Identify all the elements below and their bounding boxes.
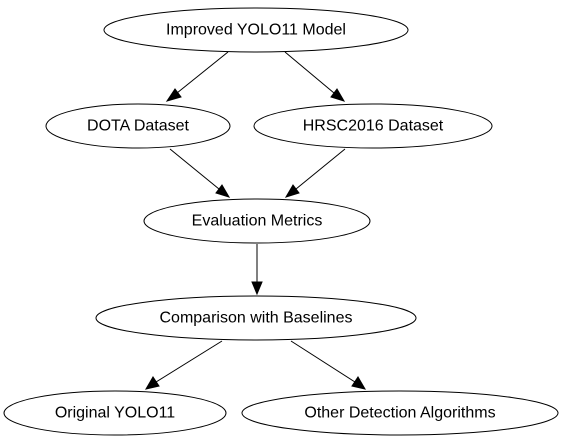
- node-dota-dataset: DOTA Dataset: [45, 103, 231, 149]
- diagram-nodes: Improved YOLO11 Model DOTA Dataset HRSC2…: [3, 7, 559, 436]
- node-label: Evaluation Metrics: [192, 213, 323, 230]
- edge-dota-dataset-to-evaluation-metrics: [169, 148, 231, 198]
- node-other-detection-algorithms: Other Detection Algorithms: [241, 390, 559, 436]
- edge-hrsc-dataset-to-evaluation-metrics: [284, 148, 346, 198]
- node-hrsc2016-dataset: HRSC2016 Dataset: [253, 103, 493, 149]
- edge-evaluation-metrics-to-comparison-baselines: [251, 244, 263, 296]
- edge-comparison-baselines-to-other-algorithms: [290, 340, 367, 390]
- node-label: Other Detection Algorithms: [304, 405, 495, 422]
- node-label: Original YOLO11: [55, 405, 175, 422]
- node-improved-yolo11-model: Improved YOLO11 Model: [103, 7, 409, 53]
- diagram-edges: [144, 51, 367, 390]
- edge-comparison-baselines-to-original-yolo: [144, 340, 223, 390]
- node-comparison-with-baselines: Comparison with Baselines: [95, 295, 417, 341]
- node-label: Comparison with Baselines: [160, 310, 353, 327]
- node-label: DOTA Dataset: [87, 118, 190, 135]
- node-original-yolo11: Original YOLO11: [3, 390, 227, 436]
- node-evaluation-metrics: Evaluation Metrics: [143, 198, 371, 244]
- edge-improved-model-to-dota-dataset: [165, 51, 229, 102]
- node-label: Improved YOLO11 Model: [166, 22, 346, 39]
- node-label: HRSC2016 Dataset: [303, 118, 444, 135]
- edge-improved-model-to-hrsc-dataset: [284, 51, 346, 102]
